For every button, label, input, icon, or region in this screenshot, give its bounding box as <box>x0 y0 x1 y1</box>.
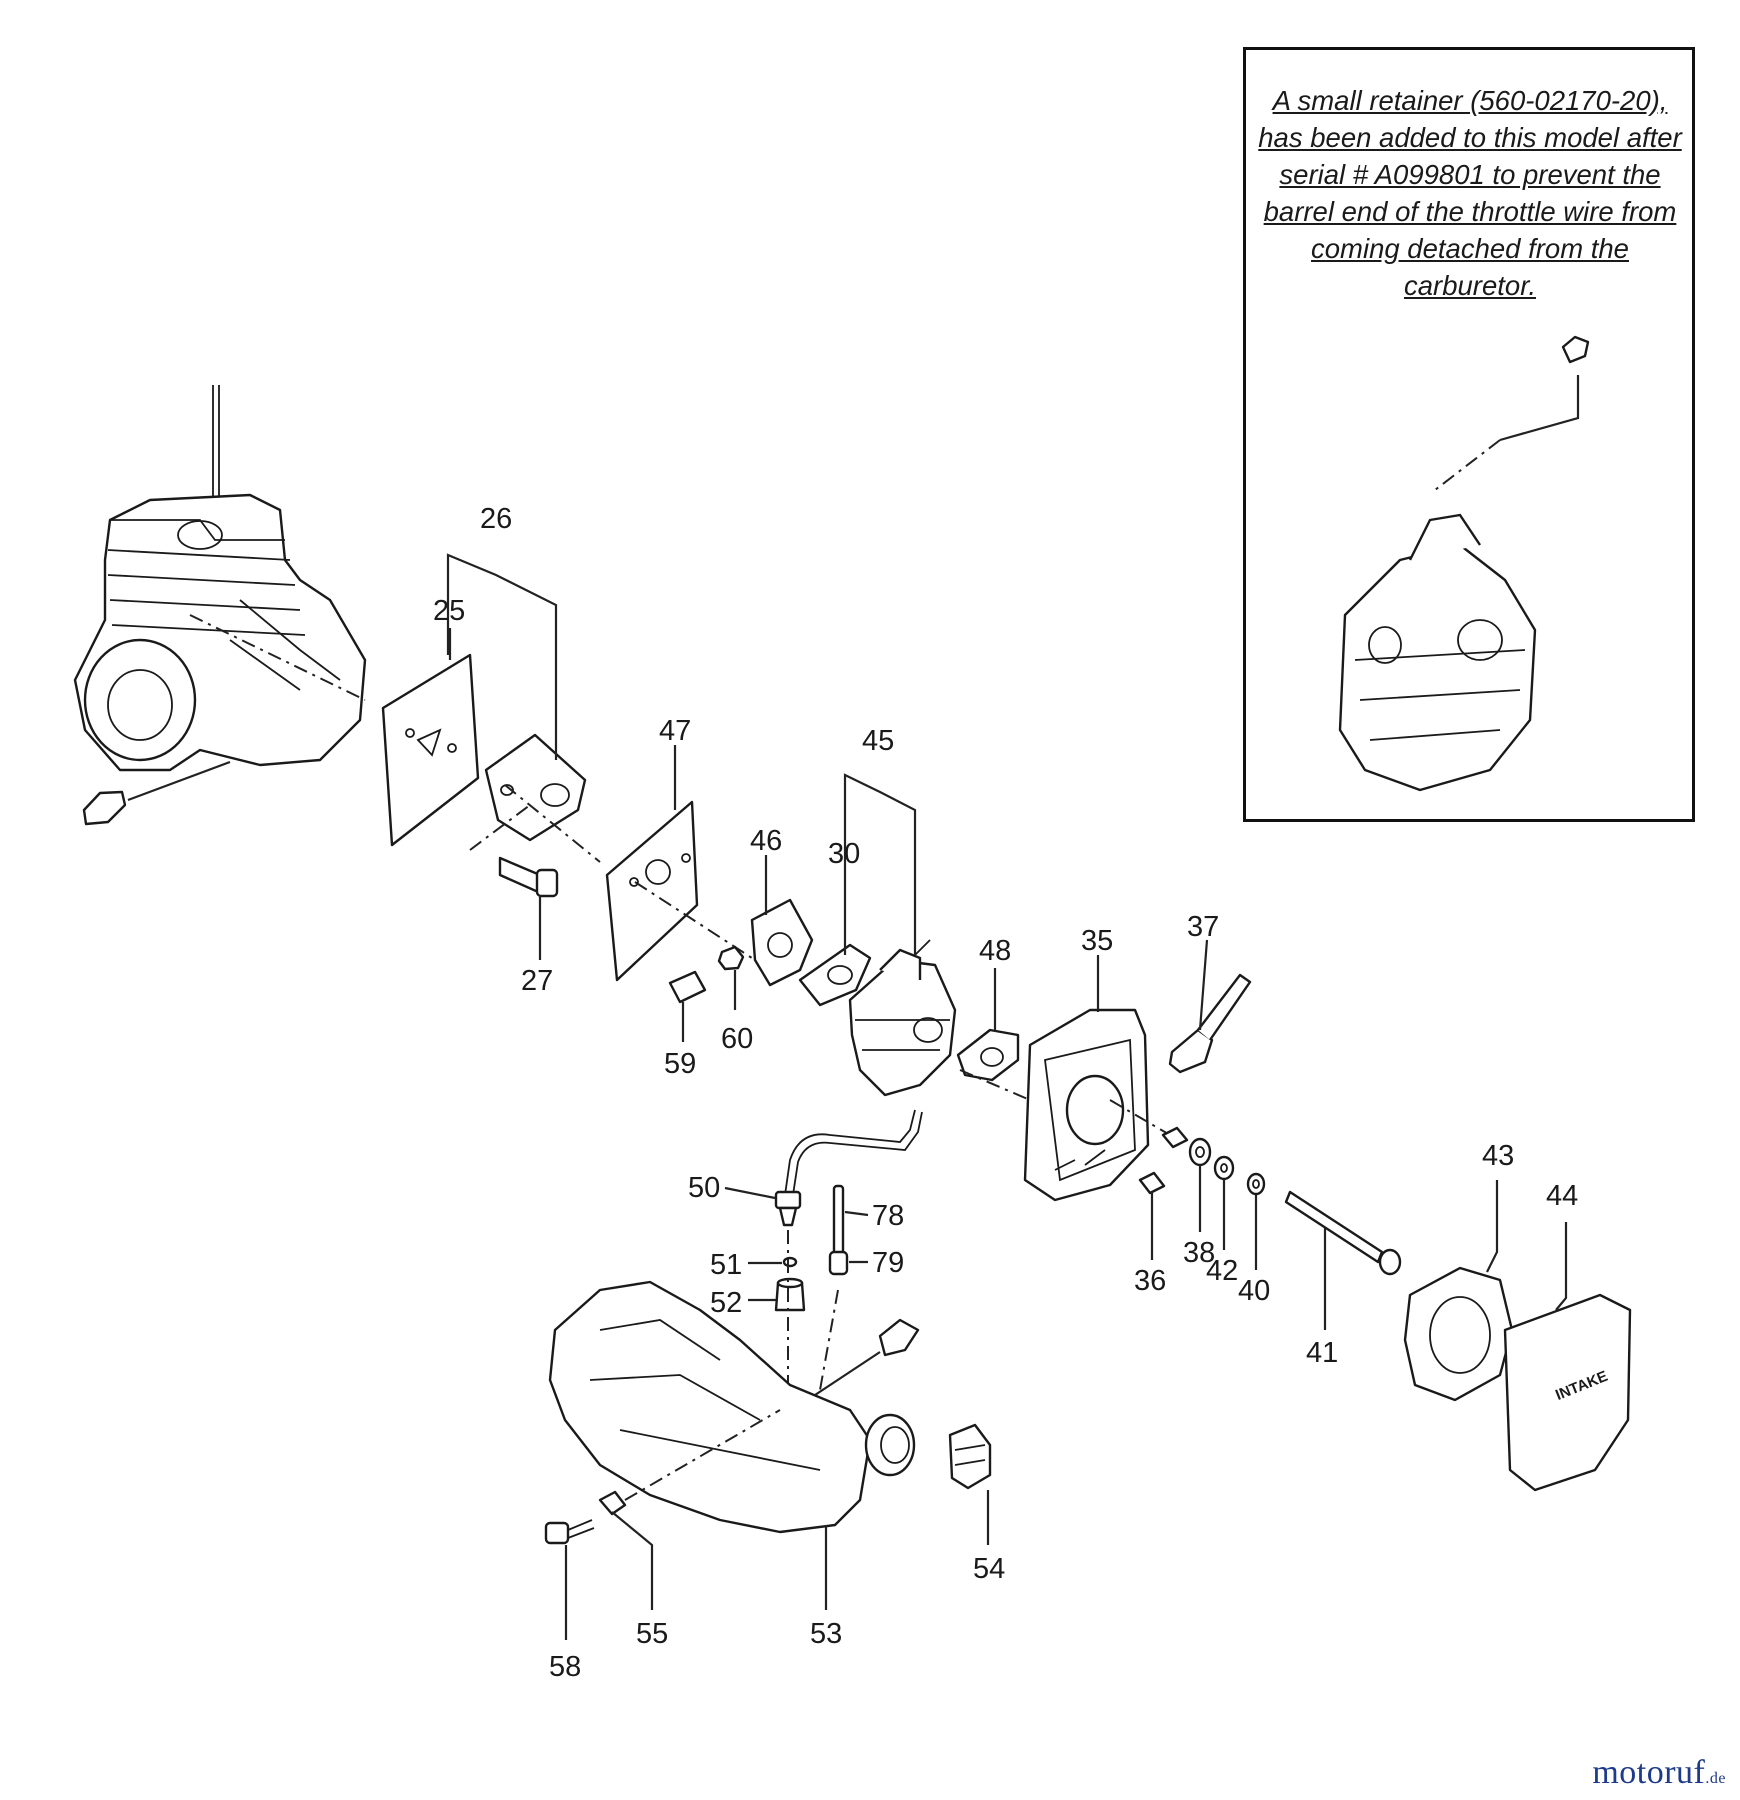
washer-42-icon <box>1213 1155 1235 1181</box>
gasket-30-icon <box>798 943 872 1007</box>
label-36: 36 <box>1134 1265 1166 1297</box>
label-43: 43 <box>1482 1140 1514 1172</box>
watermark-tld: .de <box>1705 1770 1726 1787</box>
label-45: 45 <box>862 725 894 757</box>
label-42: 42 <box>1206 1255 1238 1287</box>
label-79: 79 <box>872 1247 904 1279</box>
oring-51-icon <box>782 1256 798 1268</box>
label-51: 51 <box>710 1249 742 1281</box>
pipe-78-icon <box>832 1184 845 1260</box>
label-53: 53 <box>810 1618 842 1650</box>
leader-lines <box>446 553 1568 1640</box>
label-27: 27 <box>521 965 553 997</box>
label-60: 60 <box>721 1023 753 1055</box>
note-box <box>1243 47 1695 822</box>
sleeve-59-icon <box>668 970 707 1004</box>
grommet-52-icon <box>774 1277 806 1312</box>
label-55: 55 <box>636 1618 668 1650</box>
retainer-note: A small retainer (560-02170-20), has bee… <box>1258 85 1682 301</box>
arrow-indicator-icon <box>814 1318 920 1396</box>
fuel-pipe-icon <box>774 1109 923 1227</box>
nut-60-icon <box>717 945 745 971</box>
choke-lever-icon <box>1168 973 1252 1074</box>
filter-element-icon <box>1403 1266 1514 1402</box>
label-46: 46 <box>750 825 782 857</box>
label-48: 48 <box>979 935 1011 967</box>
label-35: 35 <box>1081 925 1113 957</box>
label-40: 40 <box>1238 1275 1270 1307</box>
sleeve-55-icon <box>598 1409 781 1516</box>
fuel-cap-icon <box>948 1423 992 1490</box>
label-38: 38 <box>1183 1237 1215 1269</box>
label-47: 47 <box>659 715 691 747</box>
fuel-tank-icon <box>548 1280 916 1534</box>
label-26: 26 <box>480 503 512 535</box>
grommet-79-icon <box>828 1250 849 1276</box>
washer-40-icon <box>1246 1172 1266 1196</box>
bolt-58-icon <box>544 1519 595 1545</box>
gasket-25-icon <box>381 653 480 847</box>
label-25: 25 <box>433 595 465 627</box>
bolt-27-icon <box>469 804 559 898</box>
washer-38-icon <box>1188 1137 1212 1167</box>
engine-block-icon <box>73 385 367 772</box>
part-number-labels: 25 26 27 30 35 36 37 38 40 41 42 43 44 4… <box>433 503 1578 1683</box>
insulator-26-icon <box>484 733 601 863</box>
label-52: 52 <box>710 1287 742 1319</box>
label-59: 59 <box>664 1048 696 1080</box>
label-30: 30 <box>828 838 860 870</box>
carburetor-icon <box>848 939 957 1097</box>
gasket-47-icon <box>605 800 756 982</box>
label-44: 44 <box>1546 1180 1578 1212</box>
label-54: 54 <box>973 1553 1005 1585</box>
collar-36-icon <box>1138 1126 1189 1195</box>
watermark-logo: motoruf.de <box>1592 1754 1726 1792</box>
block-46-icon <box>750 898 814 987</box>
inset-carburetor-icon <box>1338 335 1590 792</box>
label-37: 37 <box>1187 911 1219 943</box>
air-filter-cover-icon: INTAKE <box>1503 1293 1632 1492</box>
label-50: 50 <box>688 1172 720 1204</box>
gasket-48-icon <box>956 1028 1031 1101</box>
air-filter-base-icon <box>1023 1008 1171 1202</box>
label-58: 58 <box>549 1651 581 1683</box>
arrow-indicator-icon <box>82 760 231 826</box>
bolt-41-icon <box>1284 1190 1402 1276</box>
label-41: 41 <box>1306 1337 1338 1369</box>
label-78: 78 <box>872 1200 904 1232</box>
watermark-brand: motoruf <box>1592 1754 1706 1791</box>
